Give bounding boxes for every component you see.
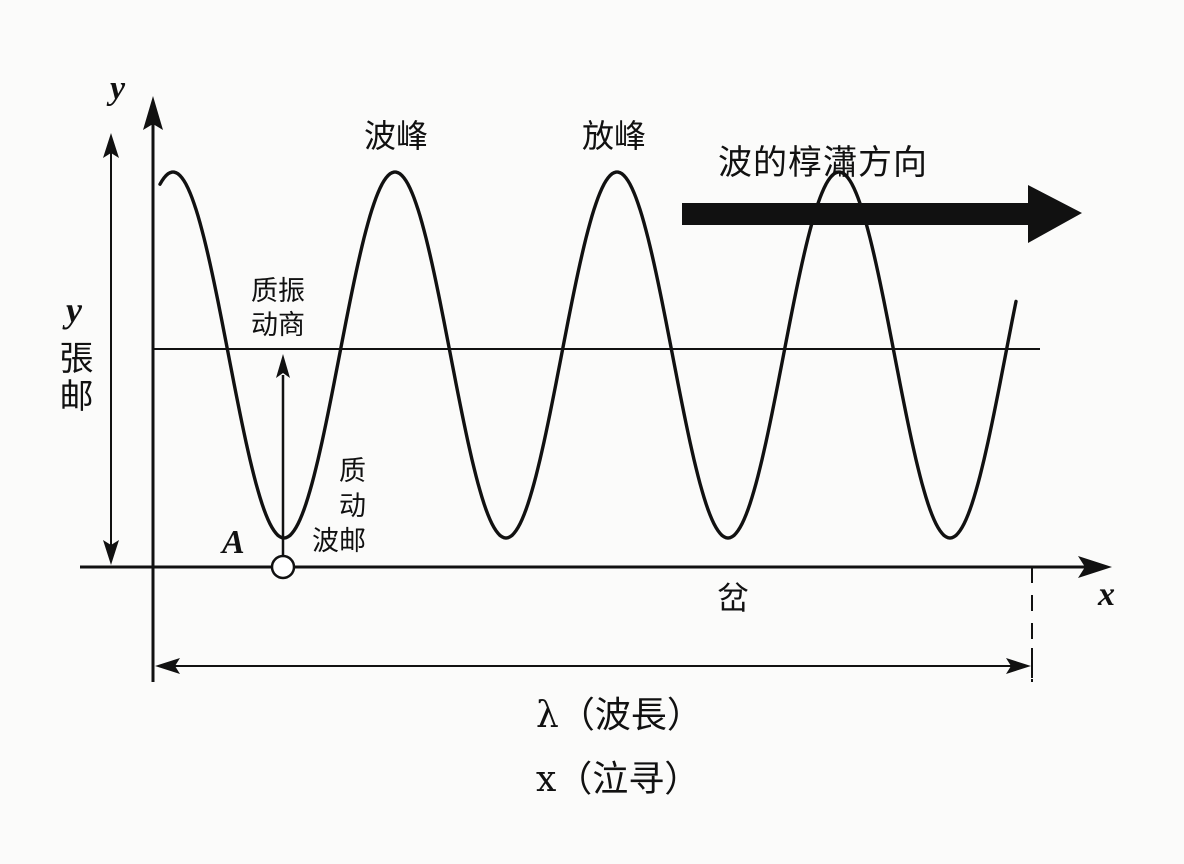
vibration-direction-label-line2: 动商 xyxy=(251,310,305,341)
particle-vibration-arrow xyxy=(276,354,290,556)
x-axis-label: x xyxy=(1098,576,1115,613)
vibration-direction-label-line1: 质振 xyxy=(251,276,305,307)
position-label: x（泣寻） xyxy=(536,759,701,800)
crest-label-2: 放峰 xyxy=(582,117,647,155)
amplitude-arrow xyxy=(103,133,119,565)
y-axis xyxy=(143,96,163,682)
propagation-direction-label: 波的椁瀟方向 xyxy=(718,143,928,183)
particle-label-3: 波邮 xyxy=(312,526,366,557)
wavelength-label: λ（波長） xyxy=(536,695,703,736)
point-a-label: A xyxy=(222,524,245,561)
y-axis-arrowhead-icon xyxy=(143,96,163,130)
propagation-arrow-icon xyxy=(682,185,1082,243)
crest-label-1: 波峰 xyxy=(364,117,429,155)
sine-wave xyxy=(158,170,1018,540)
x-axis-arrowhead-icon xyxy=(1078,556,1112,578)
particle-label-2: 动 xyxy=(339,491,366,522)
amplitude-variable: y xyxy=(66,290,82,330)
particle-a-marker xyxy=(270,554,296,580)
y-axis-label: y xyxy=(110,70,126,107)
amplitude-label: 張邮 xyxy=(53,340,93,416)
particle-label-1: 质 xyxy=(339,456,366,487)
x-axis xyxy=(80,556,1112,578)
trough-label: 岔 xyxy=(717,579,750,617)
wavelength-dimension xyxy=(155,567,1033,682)
